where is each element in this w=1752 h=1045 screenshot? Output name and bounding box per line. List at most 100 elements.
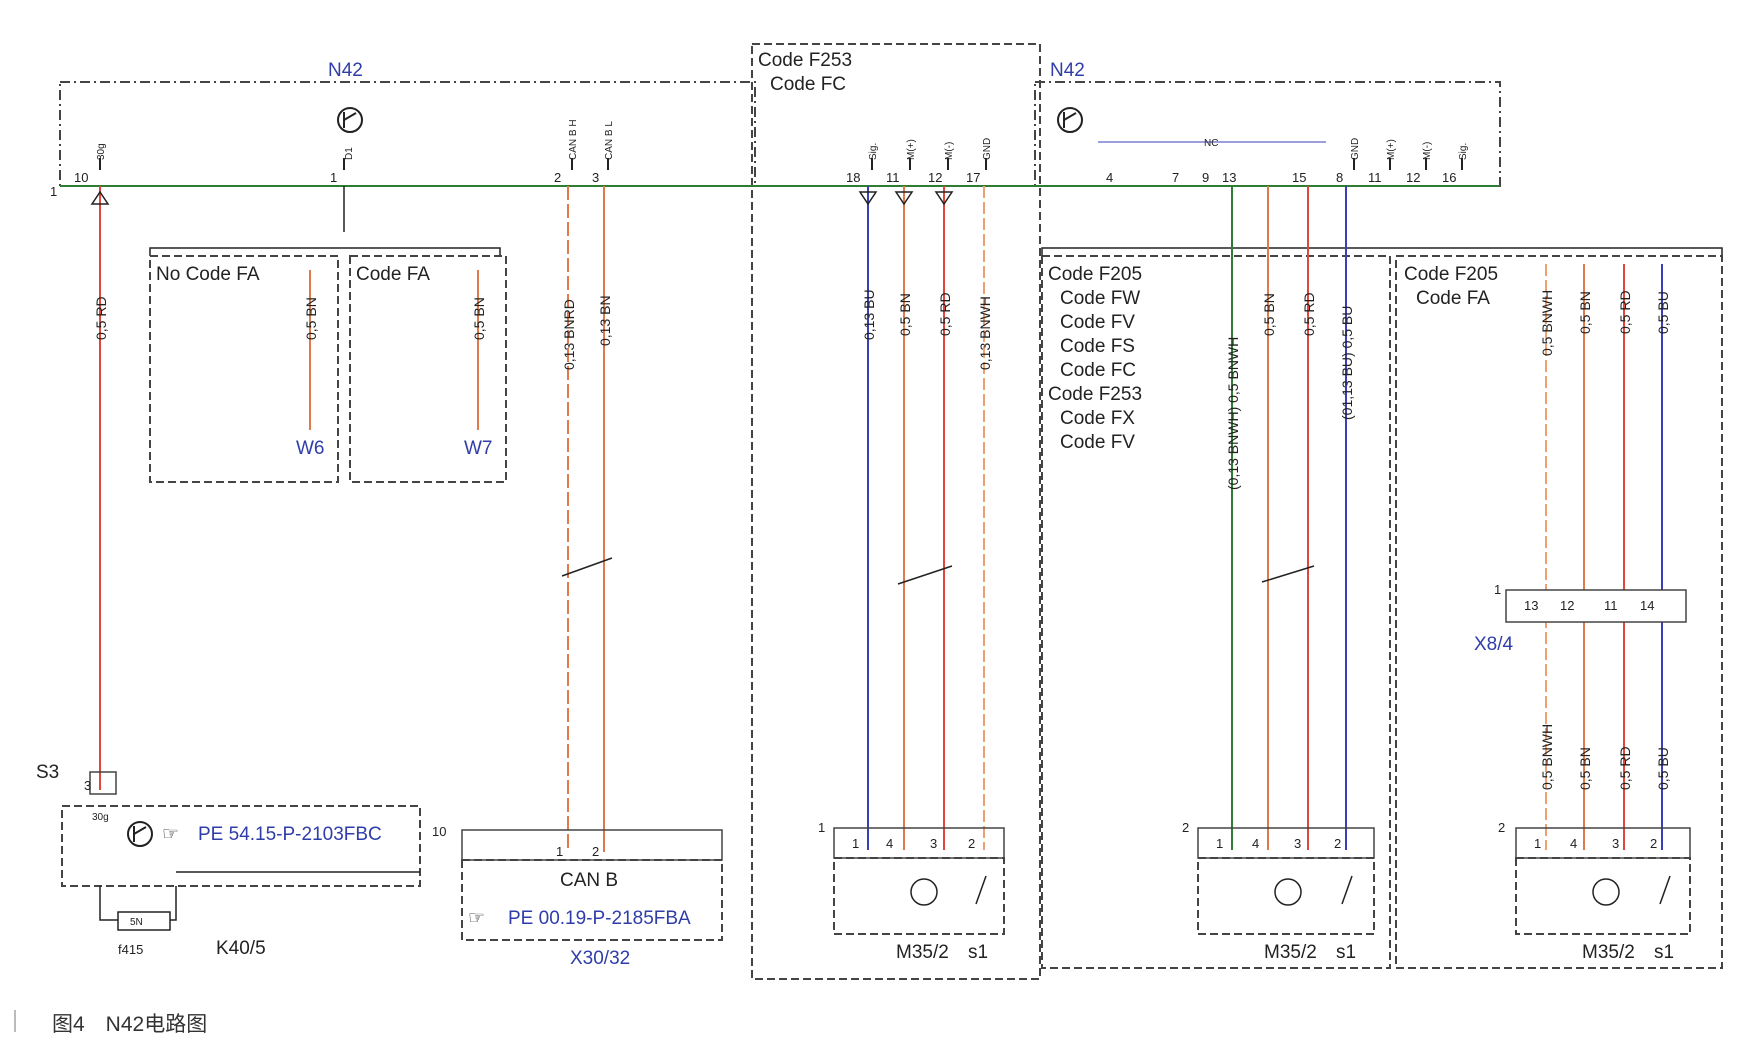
motor-assembly-1 <box>833 827 1005 935</box>
fuse-wire-right <box>170 886 177 921</box>
box-code-fa-title: Code FA <box>356 264 430 285</box>
pin-8: 8 <box>1336 170 1343 185</box>
fuse-rating: 5N <box>130 917 143 928</box>
box-no-code-fa-title: No Code FA <box>156 264 260 285</box>
pin-15: 15 <box>1292 170 1306 185</box>
code-item: Code FV <box>1060 312 1135 333</box>
k40-5-box <box>61 805 421 887</box>
wire-arrow-up-icon <box>90 190 110 205</box>
motor2-pin: 1 <box>1216 836 1223 851</box>
pin-1: 1 <box>330 170 337 185</box>
codes-mid-right-list: Code F205 Code FW Code FV Code FS Code F… <box>1048 264 1142 453</box>
wire-arrow-down-icons <box>858 191 954 206</box>
x3032-pin: 1 <box>556 844 563 859</box>
transistor-icon-k40 <box>127 821 153 847</box>
switch-icon <box>1341 875 1353 905</box>
variant-bracket-left <box>149 247 501 256</box>
x3032-pin: 2 <box>592 844 599 859</box>
motor3-label: M35/2 <box>1582 942 1635 963</box>
pin-9: 9 <box>1202 170 1209 185</box>
motor2-pin: 4 <box>1252 836 1259 851</box>
transistor-icon <box>337 107 363 133</box>
pin-13: 13 <box>1222 170 1236 185</box>
x30-32-label: X30/32 <box>570 948 630 969</box>
switch-icon <box>975 875 987 905</box>
s3-reference-link[interactable]: PE 54.15-P-2103FBC <box>198 824 382 845</box>
code-item: Code F205 <box>1048 264 1142 285</box>
box-no-code-fa <box>149 255 339 483</box>
signal-d1: D1 <box>344 147 355 160</box>
x3032-reference-link[interactable]: PE 00.19-P-2185FBA <box>508 908 691 929</box>
pin-18: 18 <box>846 170 860 185</box>
switch2-label: s1 <box>1336 942 1356 963</box>
fuse-wire-left <box>99 886 118 921</box>
wire-fr-4-label: 0,5 BU <box>1655 291 1671 334</box>
x84-pin: 12 <box>1560 598 1574 613</box>
x30-32-box <box>461 859 723 941</box>
n42-module-right <box>1034 81 1501 187</box>
switch3-label: s1 <box>1654 942 1674 963</box>
code-item: Code FV <box>1060 432 1135 453</box>
signal-30g: 30g <box>96 143 107 160</box>
s3-signal: 30g <box>92 812 109 823</box>
s3-connector <box>89 771 117 795</box>
motor-assembly-2 <box>1197 827 1375 935</box>
wire-mr-3-label: 0,5 RD <box>1301 292 1317 336</box>
wire-fr-1-label-low: 0,5 BNWH <box>1539 724 1555 790</box>
nc-label: NC <box>1204 138 1218 149</box>
pin-16: 16 <box>1442 170 1456 185</box>
pin-4: 4 <box>1106 170 1113 185</box>
code-item: Code FW <box>1060 288 1140 309</box>
motor1-pin: 4 <box>886 836 893 851</box>
wire-w7-label: 0,5 BN <box>471 297 487 340</box>
wire-fr-3-label-low: 0,5 RD <box>1617 746 1633 790</box>
wire-fr-2-label-low: 0,5 BN <box>1577 747 1593 790</box>
motor3-pin: 2 <box>1650 836 1657 851</box>
pin-11: 11 <box>886 170 900 185</box>
box-code-fa <box>349 255 507 483</box>
twisted-pair-mark-right <box>1261 565 1315 583</box>
wire-30g-label: 0,5 RD <box>93 296 109 340</box>
signal-gnd: GND <box>982 138 993 160</box>
wire-fr-4-label-low: 0,5 BU <box>1655 747 1671 790</box>
pin-10: 10 <box>74 170 88 185</box>
code-far-right-1: Code F205 <box>1404 264 1498 285</box>
wire-mid-1-label: 0,13 BU <box>861 289 877 340</box>
pin-3: 3 <box>592 170 599 185</box>
pin-12-right: 12 <box>1406 170 1420 185</box>
x84-label: X8/4 <box>1474 634 1514 655</box>
x84-pin: 13 <box>1524 598 1538 613</box>
code-item: Code F253 <box>1048 384 1142 405</box>
signal-can-l: CAN B L <box>604 121 615 160</box>
fuse-id: f415 <box>118 942 143 957</box>
box-code-f205-right <box>1395 255 1723 969</box>
pin-stubs <box>99 158 1463 170</box>
code-fc-label: Code FC <box>770 74 846 95</box>
signal-sig: Sig. <box>868 143 879 160</box>
motor3-pin: 4 <box>1570 836 1577 851</box>
motor-icon <box>1274 878 1302 906</box>
wire-fr-3-label: 0,5 RD <box>1617 290 1633 334</box>
wire-mid-4-label: 0,13 BNWH <box>977 296 993 370</box>
w6-label: W6 <box>296 438 325 459</box>
w7-label: W7 <box>464 438 493 459</box>
wire-mid-3-label: 0,5 RD <box>937 292 953 336</box>
signal-sig-right: Sig. <box>1458 143 1469 160</box>
code-f253-region <box>751 43 1041 980</box>
fuse-icon <box>117 911 171 931</box>
k40-5-label: K40/5 <box>216 938 266 959</box>
n42-label-left: N42 <box>328 60 363 81</box>
code-f253-label: Code F253 <box>758 50 852 71</box>
wire-mr-2-label: 0,5 BN <box>1261 293 1277 336</box>
twisted-pair-mark <box>561 557 613 577</box>
figure-caption: 图4 N42电路图 <box>52 1013 208 1036</box>
pin-2: 2 <box>554 170 561 185</box>
motor3-pin: 3 <box>1612 836 1619 851</box>
s3-label: S3 <box>36 762 59 783</box>
motor3-pin: 1 <box>1534 836 1541 851</box>
signal-m-plus: M(+) <box>906 139 917 160</box>
motor2-pin: 3 <box>1294 836 1301 851</box>
x84-pin: 11 <box>1604 598 1618 613</box>
wire-mr-1-label: (0,13 BNWH) 0,5 BNWH <box>1225 337 1241 490</box>
